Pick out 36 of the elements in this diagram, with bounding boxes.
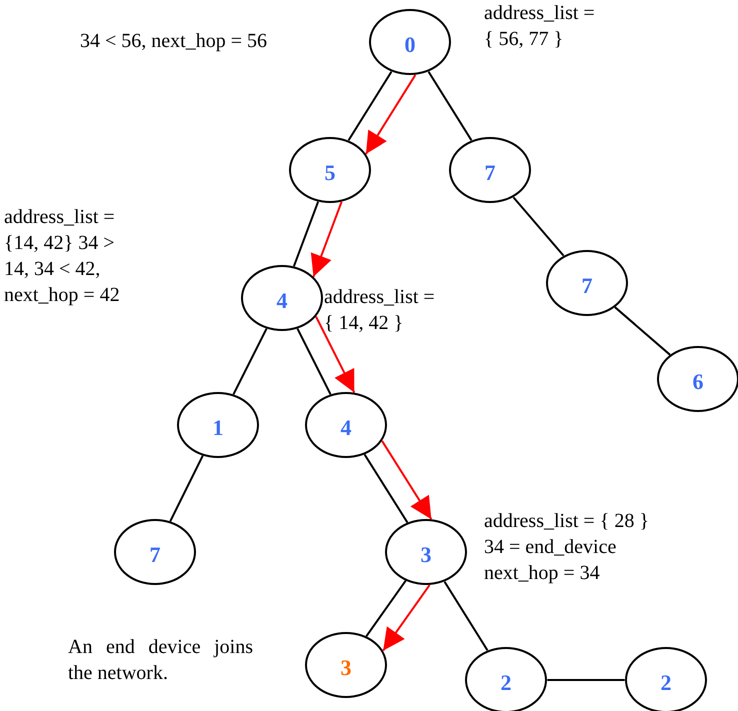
annotation-text: address_list = { 56, 77 }: [484, 1, 596, 52]
route-arrow: [381, 440, 432, 520]
annotation-text: An end device joins the network.: [68, 635, 253, 686]
annotation-text: address_list = { 28 } 34 = end_device next_hop = 34: [484, 509, 650, 586]
node-id: 7: [150, 542, 160, 568]
link-line: [444, 581, 488, 651]
route-arrow: [365, 74, 416, 155]
annotation-text: address_list = { 14, 42 }: [324, 285, 436, 336]
node-id: 3: [340, 655, 352, 681]
node-id: 4: [340, 415, 352, 441]
node-id: 4: [276, 288, 288, 314]
link-line: [292, 201, 320, 267]
link-line: [169, 455, 204, 522]
node-id: 5: [324, 160, 336, 186]
node-id: 1: [212, 415, 224, 441]
route-arrow: [382, 584, 430, 652]
link-line: [614, 306, 671, 356]
annotation-text: address_list = {14, 42} 34 > 14, 34 < 42, next_hop = 42: [4, 205, 121, 308]
route-arrow: [310, 201, 343, 278]
route-arrow: [315, 316, 356, 393]
link-line: [364, 454, 408, 524]
node-id: 7: [582, 273, 592, 299]
link-line: [512, 196, 564, 256]
link-line: [232, 328, 268, 395]
link-line: [547, 679, 625, 681]
link-line: [366, 580, 406, 637]
link-line: [428, 71, 472, 141]
node-id: 6: [692, 369, 704, 395]
annotation-text: 34 < 56, next_hop = 56: [80, 29, 268, 54]
link-line: [296, 328, 332, 395]
node-id: 0: [404, 32, 416, 58]
node-id: 3: [420, 542, 432, 568]
node-id: 2: [500, 670, 512, 696]
node-id: 7: [484, 160, 496, 186]
link-line: [348, 71, 392, 141]
node-id: 2: [660, 670, 672, 696]
